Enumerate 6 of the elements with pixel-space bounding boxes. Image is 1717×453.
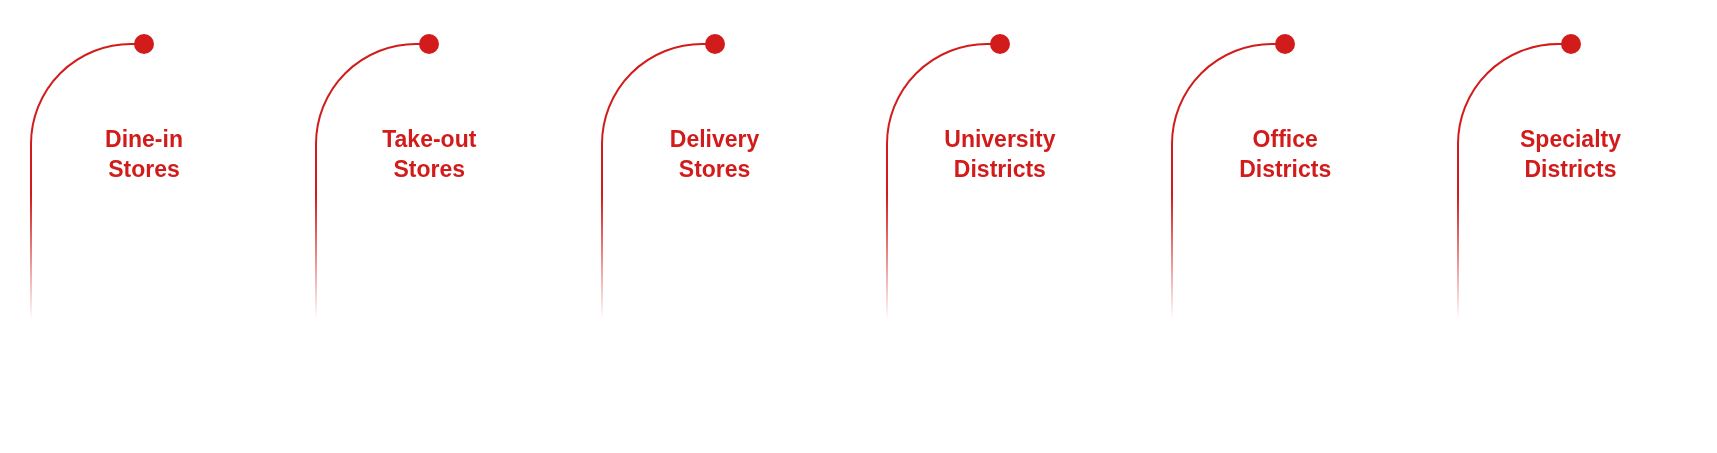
category-label: Specialty Districts	[1519, 125, 1622, 184]
category-label: Office Districts	[1238, 125, 1333, 184]
category-label: Delivery Stores	[668, 125, 761, 184]
category-label: Dine-in Stores	[104, 125, 184, 184]
category-label: University Districts	[943, 125, 1057, 184]
category-label: Take-out Stores	[381, 125, 478, 184]
